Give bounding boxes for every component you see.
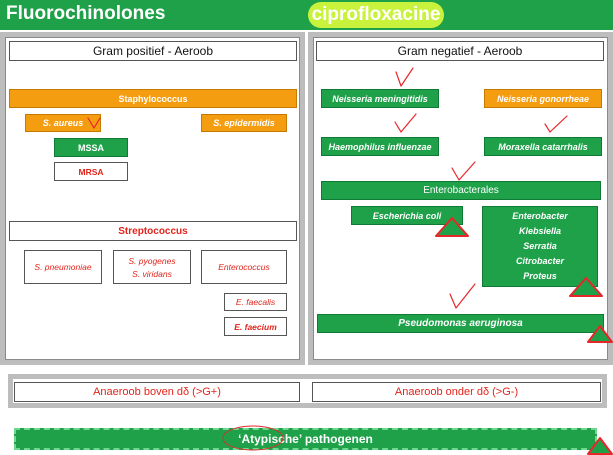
haemophilus-box: Haemophilus influenzae xyxy=(321,137,439,156)
gram-negative-title: Gram negatief - Aeroob xyxy=(316,41,604,61)
s-epidermidis-box: S. epidermidis xyxy=(201,114,287,132)
enterococcus-box: Enterococcus xyxy=(201,250,287,284)
anaerobe-below-box: Anaeroob onder dδ (>G-) xyxy=(312,382,601,402)
mssa-box: MSSA xyxy=(54,138,128,157)
s-viridans-label: S. viridans xyxy=(132,268,172,279)
s-pneumoniae-box: S. pneumoniae xyxy=(24,250,102,284)
staphylococcus-label: Staphylococcus xyxy=(118,93,188,104)
mrsa-label: MRSA xyxy=(78,166,104,177)
e-faecium-box: E. faecium xyxy=(224,317,287,336)
anaerobe-above-box: Anaeroob boven dδ (>G+) xyxy=(14,382,300,402)
pseudomonas-label: Pseudomonas aeruginosa xyxy=(398,318,523,329)
e-coli-box: Escherichia coli xyxy=(351,206,463,225)
e-faecium-label: E. faecium xyxy=(234,321,277,332)
haemophilus-label: Haemophilus influenzae xyxy=(328,141,432,152)
citrobacter-label: Citrobacter xyxy=(515,256,564,266)
s-epidermidis-label: S. epidermidis xyxy=(213,118,275,128)
pseudomonas-box: Pseudomonas aeruginosa xyxy=(317,314,604,333)
gram-positive-panel xyxy=(0,32,305,365)
klebsiella-label: Klebsiella xyxy=(518,226,562,236)
streptococcus-label: Streptococcus xyxy=(118,225,188,237)
s-pneumoniae-label: S. pneumoniae xyxy=(34,262,92,272)
staphylococcus-box: Staphylococcus xyxy=(9,89,297,108)
neisseria-meningitidis-label: Neisseria meningitidis xyxy=(332,93,428,104)
drug-highlight: ciprofloxacine xyxy=(308,2,444,28)
s-aureus-label: S. aureus xyxy=(42,118,84,128)
s-aureus-box: S. aureus xyxy=(25,114,101,132)
proteus-label: Proteus xyxy=(523,271,557,281)
enterobacterales-label: Enterobacterales xyxy=(423,185,499,196)
streptococcus-box: Streptococcus xyxy=(9,221,297,241)
s-pyogenes-label: S. pyogenes xyxy=(128,255,176,266)
neisseria-gonorrheae-label: Neisseria gonorrheae xyxy=(496,93,590,104)
enterobacter-group-box: Enterobacter Klebsiella Serratia Citroba… xyxy=(482,206,598,287)
page-title: Fluorochinolones xyxy=(6,3,166,24)
e-faecalis-box: E. faecalis xyxy=(224,293,287,311)
moraxella-box: Moraxella catarrhalis xyxy=(484,137,602,156)
neisseria-meningitidis-box: Neisseria meningitidis xyxy=(321,89,439,108)
moraxella-label: Moraxella catarrhalis xyxy=(498,141,588,152)
serratia-label: Serratia xyxy=(523,241,557,251)
gram-positive-title: Gram positief - Aeroob xyxy=(9,41,297,61)
enterobacter-label: Enterobacter xyxy=(512,211,568,221)
neisseria-gonorrheae-box: Neisseria gonorrheae xyxy=(484,89,602,108)
atypical-pathogens-box: ‘Atypische’ pathogenen xyxy=(14,428,597,450)
enterococcus-label: Enterococcus xyxy=(218,262,270,272)
mrsa-box: MRSA xyxy=(54,162,128,181)
e-coli-label: Escherichia coli xyxy=(372,210,442,221)
s-pyogenes-viridans-box: S. pyogenes S. viridans xyxy=(113,250,191,284)
header-bar xyxy=(0,0,613,30)
enterobacterales-box: Enterobacterales xyxy=(321,181,601,200)
mssa-label: MSSA xyxy=(77,142,104,153)
e-faecalis-label: E. faecalis xyxy=(235,297,276,307)
